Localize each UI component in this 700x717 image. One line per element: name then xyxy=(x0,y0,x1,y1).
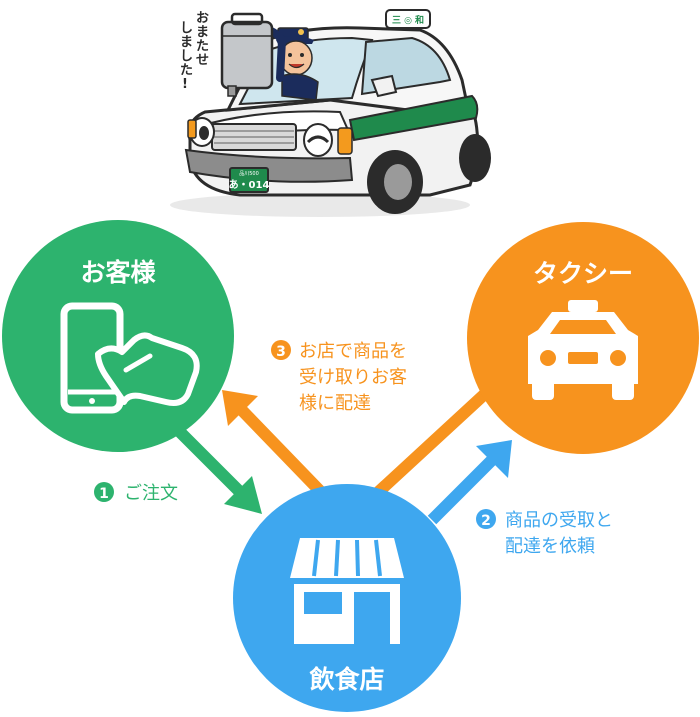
step-order: 1 ご注文 xyxy=(94,482,178,504)
plate-region-text: 品川500 xyxy=(239,171,259,177)
order-arrow xyxy=(163,415,262,514)
restaurant-node: 飲食店 xyxy=(233,484,461,712)
step-2-badge xyxy=(476,509,496,529)
taxi-icon xyxy=(528,300,638,400)
restaurant-label: 飲食店 xyxy=(308,665,384,694)
step-1-text: ご注文 xyxy=(124,483,178,504)
taxi-node: タクシー xyxy=(467,222,699,454)
step-3-badge xyxy=(271,340,291,360)
step-3-text-line1: お店で商品を xyxy=(299,341,407,362)
step-2-number: 2 xyxy=(481,513,491,529)
smartphone-tap-icon xyxy=(60,302,200,414)
step-2-text-line2: 配達を依頼 xyxy=(505,536,595,557)
step-3-number: 3 xyxy=(276,344,286,360)
speech-text-line2: しました! xyxy=(180,21,193,92)
step-deliver: 3 お店で商品を 受け取りお客 様に配達 xyxy=(271,340,407,414)
speech-text-line1: おまたせ xyxy=(196,11,209,68)
step-2-text-line1: 商品の受取と xyxy=(505,510,613,531)
step-1-number: 1 xyxy=(99,486,109,502)
plate-number-text: あ・014 xyxy=(229,178,270,191)
taxi-driver-illustration: 三 ◎ 和 品川500 あ・014 xyxy=(170,9,491,217)
roof-sign-text: 三 ◎ 和 xyxy=(392,14,424,26)
taxi-label: タクシー xyxy=(533,259,633,288)
customer-node: お客様 xyxy=(2,220,234,452)
step-request: 2 商品の受取と 配達を依頼 xyxy=(476,509,613,557)
step-3-text-line3: 様に配達 xyxy=(299,393,371,414)
customer-label: お客様 xyxy=(80,258,156,287)
step-3-text-line2: 受け取りお客 xyxy=(299,367,407,388)
step-1-badge xyxy=(94,482,114,502)
request-arrow xyxy=(427,440,512,525)
storefront-icon xyxy=(290,538,404,644)
